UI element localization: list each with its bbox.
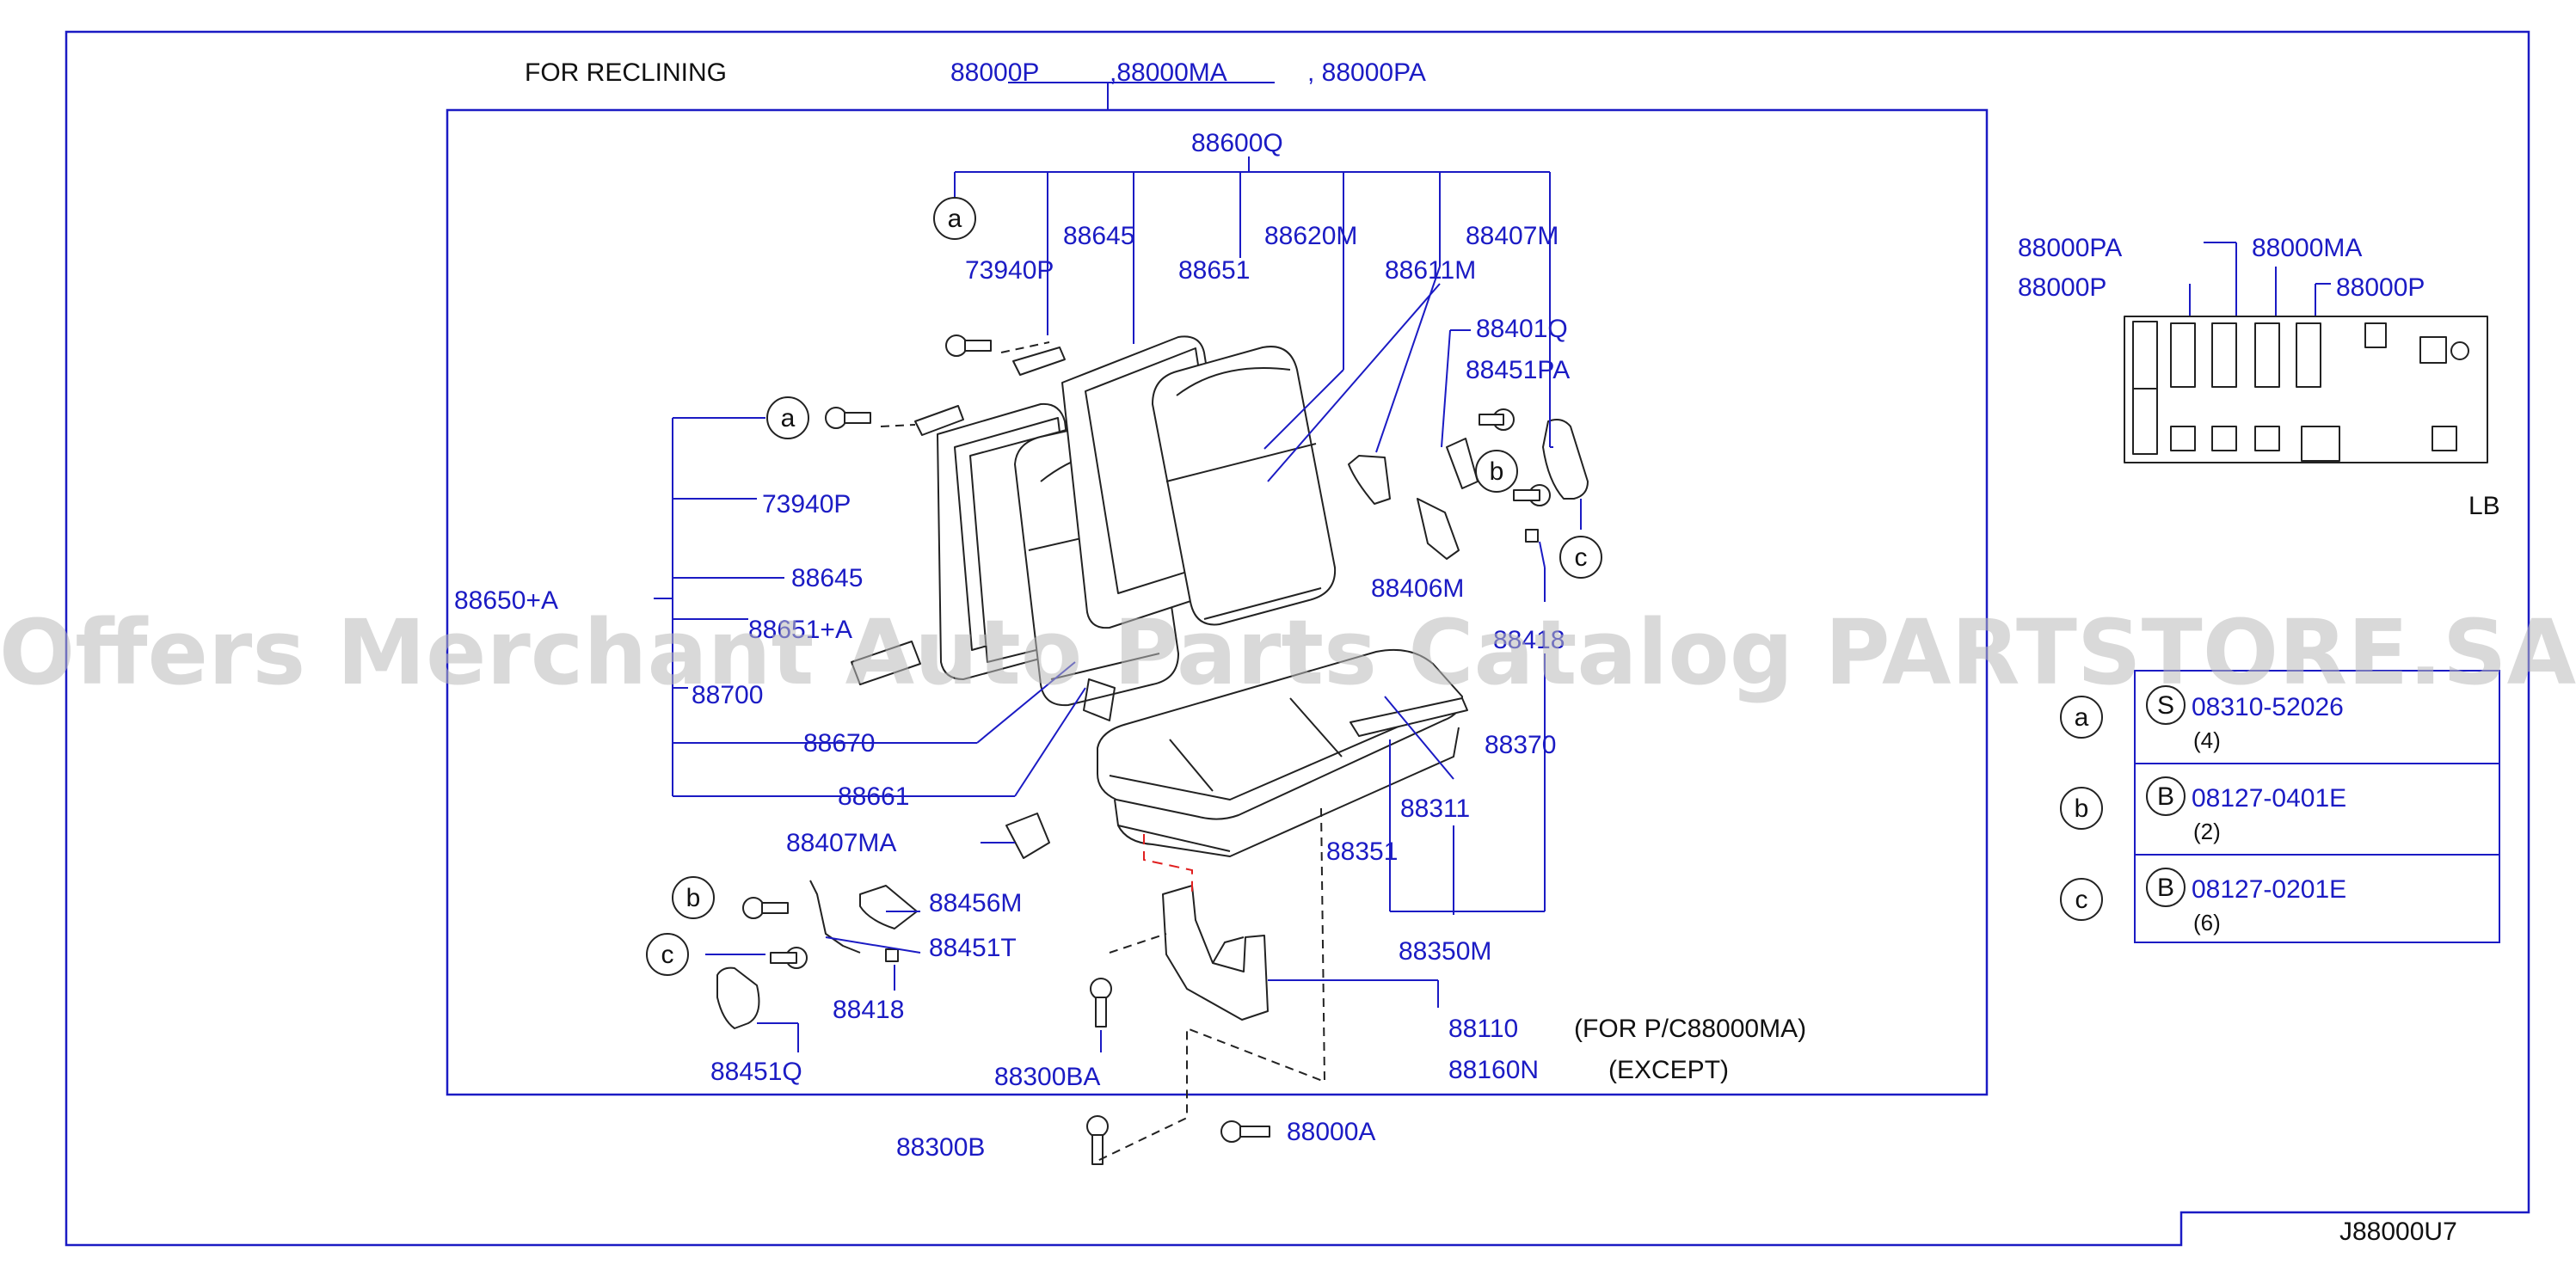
part-88451PA[interactable]: 88451PA bbox=[1466, 356, 1570, 384]
part-88418-right[interactable]: 88418 bbox=[1493, 626, 1565, 654]
legend-qty-c: (6) bbox=[2193, 910, 2221, 936]
part-88645-left[interactable]: 88645 bbox=[791, 564, 863, 592]
leader-lines bbox=[654, 156, 1582, 1052]
svg-text:c: c bbox=[661, 941, 674, 969]
part-88000MA[interactable]: ,88000MA bbox=[1110, 58, 1227, 87]
legend-row-b[interactable]: b B 08127-0401E (2) bbox=[2060, 776, 2346, 844]
inset-88000P-left[interactable]: 88000P bbox=[2018, 273, 2106, 302]
part-88620M[interactable]: 88620M bbox=[1264, 222, 1357, 250]
svg-text:c: c bbox=[2075, 886, 2088, 914]
callout-a-2: a bbox=[766, 396, 809, 439]
svg-text:B: B bbox=[2157, 874, 2174, 902]
for-reclining-label: FOR RECLINING bbox=[525, 58, 727, 87]
legend-part-c[interactable]: 08127-0201E bbox=[2192, 875, 2346, 904]
part-labels: 88600Q 88645 88620M 88407M 73940P 88651 … bbox=[454, 129, 1806, 1162]
seat-illustration bbox=[716, 334, 1589, 1165]
part-88418-left[interactable]: 88418 bbox=[833, 996, 904, 1024]
svg-text:b: b bbox=[2075, 794, 2089, 823]
part-88401Q[interactable]: 88401Q bbox=[1476, 315, 1568, 343]
part-88700[interactable]: 88700 bbox=[692, 681, 763, 709]
legend-part-a[interactable]: 08310-52026 bbox=[2192, 693, 2344, 721]
part-88300B[interactable]: 88300B bbox=[896, 1133, 985, 1162]
fastener-legend: a S 08310-52026 (4) b B 08127-0401E (2) … bbox=[2060, 670, 2500, 943]
layout-inset: 88000PA 88000MA 88000P 88000P LB bbox=[2018, 234, 2500, 520]
svg-text:S: S bbox=[2157, 691, 2174, 720]
callout-c-2: c bbox=[646, 933, 689, 976]
legend-qty-a: (4) bbox=[2193, 727, 2221, 753]
part-88611M[interactable]: 88611M bbox=[1385, 256, 1476, 285]
svg-text:a: a bbox=[2075, 703, 2089, 732]
callout-b-2: b bbox=[672, 876, 715, 919]
legend-row-a[interactable]: a S 08310-52026 (4) bbox=[2060, 685, 2344, 753]
watermark: Offers Merchant Auto Parts Catalog PARTS… bbox=[0, 600, 2576, 705]
inset-88000MA[interactable]: 88000MA bbox=[2252, 234, 2362, 262]
callout-b-1: b bbox=[1475, 450, 1518, 493]
svg-text:a: a bbox=[948, 205, 962, 233]
part-88000A[interactable]: 88000A bbox=[1287, 1118, 1375, 1146]
part-88651A[interactable]: 88651+A bbox=[748, 616, 852, 644]
part-73940P-left[interactable]: 73940P bbox=[762, 490, 851, 518]
svg-text:b: b bbox=[1490, 457, 1504, 486]
part-88406M[interactable]: 88406M bbox=[1371, 574, 1464, 603]
part-88670[interactable]: 88670 bbox=[803, 729, 875, 758]
note-88160N: (EXCEPT) bbox=[1608, 1056, 1729, 1084]
inset-88000P-right[interactable]: 88000P bbox=[2336, 273, 2425, 302]
inset-88000PA[interactable]: 88000PA bbox=[2018, 234, 2122, 262]
part-88451T[interactable]: 88451T bbox=[929, 934, 1017, 962]
assembly-frame bbox=[446, 108, 1989, 1096]
part-88407M[interactable]: 88407M bbox=[1466, 222, 1559, 250]
part-88311[interactable]: 88311 bbox=[1400, 794, 1470, 823]
part-88651[interactable]: 88651 bbox=[1178, 256, 1250, 285]
part-88407MA[interactable]: 88407MA bbox=[786, 829, 896, 857]
part-88300BA[interactable]: 88300BA bbox=[994, 1063, 1100, 1091]
part-88351[interactable]: 88351 bbox=[1326, 837, 1398, 866]
legend-qty-b: (2) bbox=[2193, 819, 2221, 844]
part-88650A[interactable]: 88650+A bbox=[454, 586, 558, 615]
part-88451Q[interactable]: 88451Q bbox=[710, 1058, 802, 1086]
part-88600Q[interactable]: 88600Q bbox=[1191, 129, 1283, 157]
svg-text:c: c bbox=[1575, 543, 1588, 572]
svg-text:b: b bbox=[686, 884, 701, 912]
part-88160N[interactable]: 88160N bbox=[1448, 1056, 1539, 1084]
part-88350M[interactable]: 88350M bbox=[1399, 937, 1491, 966]
part-88645-top[interactable]: 88645 bbox=[1063, 222, 1134, 250]
outer-border bbox=[65, 30, 2530, 1247]
part-73940P-top[interactable]: 73940P bbox=[965, 256, 1054, 285]
note-88110: (FOR P/C88000MA) bbox=[1574, 1015, 1806, 1043]
callout-a-1: a bbox=[933, 197, 976, 240]
part-88110[interactable]: 88110 bbox=[1448, 1015, 1518, 1043]
part-88661[interactable]: 88661 bbox=[838, 782, 909, 811]
part-88000P[interactable]: 88000P bbox=[950, 58, 1039, 87]
legend-part-b[interactable]: 08127-0401E bbox=[2192, 784, 2346, 813]
part-88456M[interactable]: 88456M bbox=[929, 889, 1022, 917]
part-88000PA[interactable]: , 88000PA bbox=[1307, 58, 1426, 87]
diagram-code: J88000U7 bbox=[2339, 1218, 2457, 1246]
inset-lb-label: LB bbox=[2468, 492, 2500, 520]
part-88370[interactable]: 88370 bbox=[1485, 731, 1556, 759]
legend-row-c[interactable]: c B 08127-0201E (6) bbox=[2060, 868, 2346, 936]
callout-c-1: c bbox=[1559, 536, 1602, 579]
svg-text:B: B bbox=[2157, 782, 2174, 811]
svg-text:a: a bbox=[781, 404, 796, 432]
